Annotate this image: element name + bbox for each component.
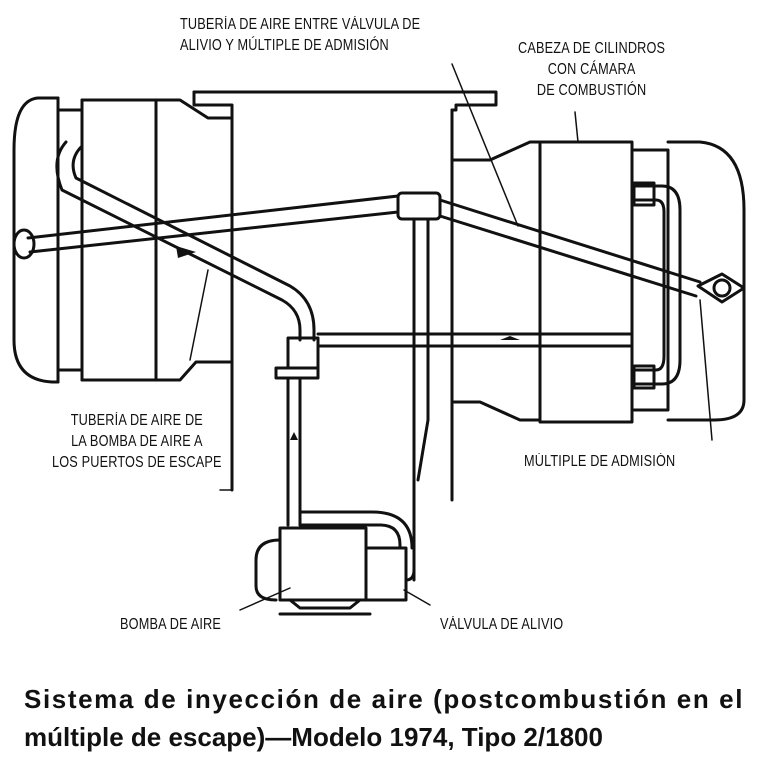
label-pump-to-exhaust-pipe: TUBERÍA DE AIRE DE LA BOMBA DE AIRE A LO… (52, 410, 222, 473)
label-line: LA BOMBA DE AIRE A (71, 433, 203, 450)
right-cylinder-head (450, 140, 746, 424)
label-line: CABEZA DE CILINDROS (518, 40, 666, 57)
label-relief-to-intake-pipe: TUBERÍA DE AIRE ENTRE VÁLVULA DE ALIVIO … (180, 14, 420, 56)
label-relief-valve: VÁLVULA DE ALIVIO (440, 616, 564, 633)
caption-line-1: Sistema de inyección de aire (postcombus… (24, 684, 745, 714)
air-injection-diagram (12, 63, 746, 616)
label-intake-manifold: MÚLTIPLE DE ADMISIÓN (524, 453, 676, 470)
caption-line-2: múltiple de escape)—Modelo 1974, Tipo 2/… (24, 722, 603, 752)
figure-caption: Sistema de inyección de aire (postcombus… (24, 680, 754, 756)
relief-pipe (12, 194, 746, 304)
label-line: CON CÁMARA (547, 61, 636, 78)
label-line: LOS PUERTOS DE ESCAPE (52, 454, 222, 471)
label-line: DE COMBUSTIÓN (536, 82, 647, 99)
label-line: ALIVIO Y MÚLTIPLE DE ADMISIÓN (180, 37, 389, 54)
exhaust-pipe (55, 140, 634, 527)
label-line: TUBERÍA DE AIRE DE (70, 412, 203, 429)
intake-manifold (192, 90, 498, 502)
label-air-pump: BOMBA DE AIRE (120, 616, 222, 633)
relief-valve (364, 546, 416, 602)
leader-lines (189, 63, 713, 611)
label-line: TUBERÍA DE AIRE ENTRE VÁLVULA DE (180, 16, 421, 33)
label-cylinder-head: CABEZA DE CILINDROS CON CÁMARA DE COMBUS… (518, 38, 665, 101)
tee-fitting (396, 191, 442, 221)
